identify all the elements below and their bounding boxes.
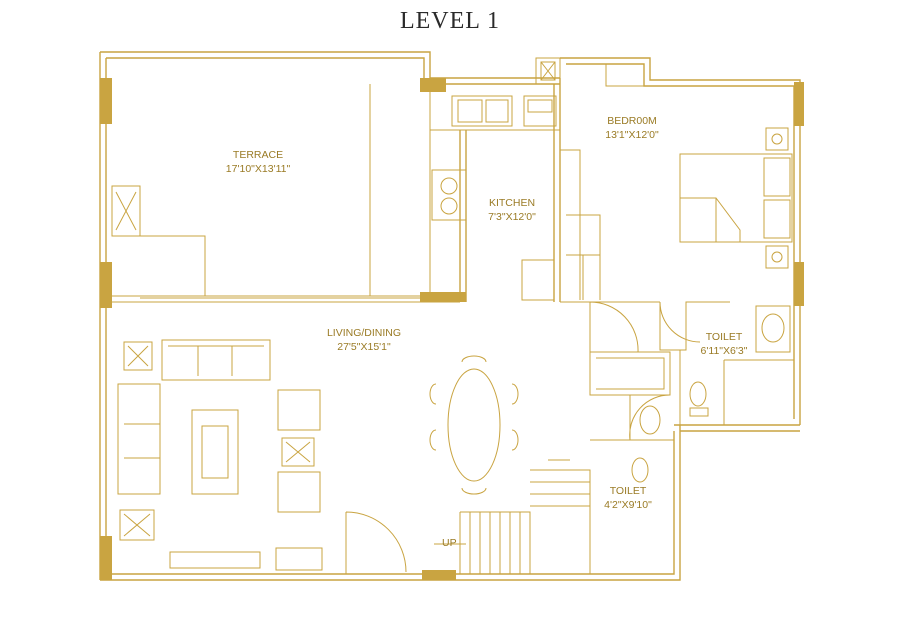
terrace — [106, 84, 460, 303]
kitchen-size: 7'3"X12'0" — [488, 211, 536, 223]
kitchen-name: KITCHEN — [489, 197, 535, 209]
living-dining — [117, 301, 674, 574]
outer-walls — [99, 51, 801, 581]
plan-title: LEVEL 1 — [399, 8, 501, 34]
wall-columns — [100, 78, 804, 580]
bedroom-name: BEDR00M — [607, 115, 657, 127]
toilet1-size: 6'11"X6'3" — [701, 345, 748, 357]
terrace-size: 17'10"X13'11" — [226, 163, 291, 175]
toilet-1 — [679, 305, 794, 425]
kitchen — [429, 78, 561, 302]
living-name: LIVING/DINING — [327, 327, 401, 339]
toilet2-name: TOILET — [610, 485, 647, 497]
toilet1-name: TOILET — [706, 331, 743, 343]
living-size: 27'5"X15'1" — [337, 341, 391, 353]
terrace-name: TERRACE — [233, 149, 283, 161]
toilet2-size: 4'2"X9'10" — [604, 499, 652, 511]
bedroom-size: 13'1"X12'0" — [605, 129, 659, 141]
bedroom — [560, 63, 793, 351]
stair-up-label: UP — [442, 537, 457, 549]
